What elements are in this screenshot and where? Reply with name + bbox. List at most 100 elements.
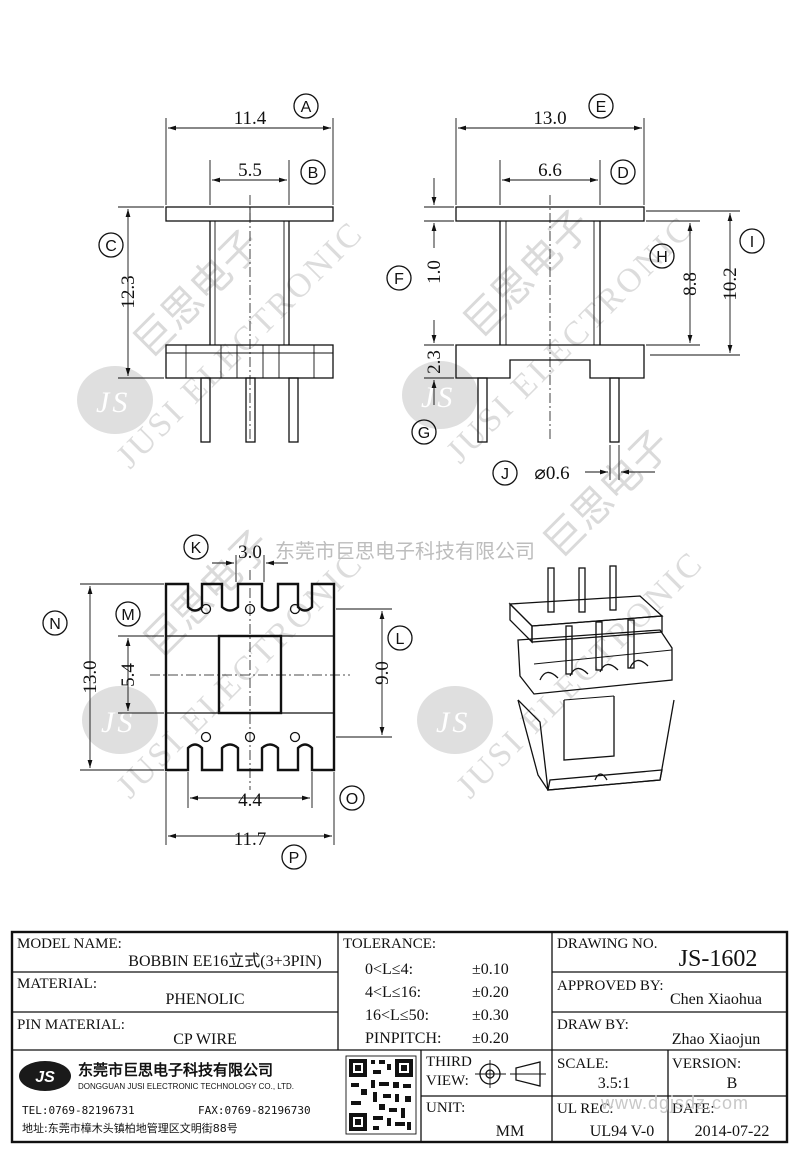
bottom-view: 3.0 13.0 5.4 9.0 4.4 11.7 [80,542,393,850]
callout-e: E [588,93,614,119]
date-value: 2014-07-22 [695,1123,770,1140]
projection-label-1: THIRD [426,1054,472,1070]
svg-text:K: K [191,540,202,557]
third-angle-projection-icon [475,1060,546,1088]
callout-n: N [42,610,68,636]
pin-material-value: CP WIRE [173,1031,237,1048]
callout-j: J [492,460,518,486]
dim-i-value: 10.2 [720,267,741,300]
date-label: DATE: [672,1101,715,1117]
tolerance-value-3: ±0.30 [472,1007,509,1024]
svg-text:J: J [501,466,509,483]
version-label: VERSION: [672,1056,741,1072]
svg-text:I: I [750,234,754,251]
svg-text:F: F [394,271,404,288]
ul-rec-value: UL94 V-0 [590,1123,654,1140]
company-name-en: DONGGUAN JUSI ELECTRONIC TECHNOLOGY CO.,… [78,1082,294,1091]
svg-text:L: L [396,631,405,648]
isometric-view [508,565,675,791]
dim-o-value: 4.4 [238,790,262,811]
svg-text:P: P [289,850,300,867]
approved-by-value: Chen Xiaohua [670,991,762,1008]
title-block: MODEL NAME: BOBBIN EE16立式(3+3PIN) MATERI… [10,930,789,1144]
callouts: A B C D E F G H I J K L M N O P [42,93,765,870]
callout-p: P [281,844,307,870]
tolerance-range-4: PINPITCH: [365,1030,441,1047]
callout-a: A [293,93,319,119]
callout-m: M [115,601,141,627]
watermark-logo: JS [77,366,153,434]
drawing-no-value: JS-1602 [679,946,758,972]
watermark-group: JS 巨思电子 JUSI ELECTRONIC JS 巨思电子 JUSI ELE… [77,201,711,806]
dim-p-value: 11.7 [234,829,267,850]
callout-c: C [98,232,124,258]
material-label: MATERIAL: [17,976,97,992]
dim-d-value: 6.6 [538,160,562,181]
ul-rec-label: UL REC: [557,1101,614,1117]
dim-h-value: 8.8 [680,272,701,296]
scale-value: 3.5:1 [598,1075,630,1092]
callout-o: O [339,785,365,811]
svg-text:O: O [346,791,358,808]
watermark-company-overlay: 东莞市巨思电子科技有限公司 [275,539,535,563]
callout-k: K [183,534,209,560]
dim-a-value: 11.4 [234,108,267,129]
tolerance-value-2: ±0.20 [472,984,509,1001]
svg-text:JS: JS [96,386,130,419]
dim-f-value: 1.0 [424,260,445,284]
tolerance-range-3: 16<L≤50: [365,1007,429,1024]
scale-label: SCALE: [557,1056,609,1072]
dim-b-value: 5.5 [238,160,262,181]
svg-text:JS: JS [35,1069,55,1086]
watermark-url: www.dgjsdz.com [600,1093,749,1113]
company-logo: JS [19,1061,71,1091]
model-name-value: BOBBIN EE16立式(3+3PIN) [128,952,321,970]
svg-text:M: M [121,607,134,624]
callout-b: B [300,159,326,185]
callout-d: D [610,159,636,185]
material-value: PHENOLIC [165,991,244,1008]
watermark-brand-cn-4: 巨思电子 [535,421,681,567]
tolerance-range-1: 0<L≤4: [365,961,413,978]
front-view: 11.4 5.5 12.3 [118,108,334,443]
svg-text:E: E [596,99,607,116]
svg-text:N: N [49,616,61,633]
svg-text:JS: JS [101,706,135,739]
svg-text:A: A [301,99,312,116]
callout-f: F [386,265,412,291]
draw-by-value: Zhao Xiaojun [672,1031,760,1048]
dim-l-value: 9.0 [372,661,393,685]
dim-c-value: 12.3 [118,275,139,308]
drawing-no-label: DRAWING NO. [557,936,657,952]
dim-j-value: ⌀0.6 [534,463,569,484]
tolerance-value-1: ±0.10 [472,961,509,978]
version-value: B [727,1075,738,1092]
tolerance-label: TOLERANCE: [343,936,436,952]
dim-n-value: 13.0 [80,660,101,693]
tolerance-value-4: ±0.20 [472,1030,509,1047]
company-name-cn: 东莞市巨思电子科技有限公司 [78,1061,273,1079]
side-view: 13.0 6.6 1.0 2.3 8.8 10.2 ⌀0.6 [424,108,741,484]
svg-text:H: H [656,249,668,266]
projection-label-2: VIEW: [426,1073,469,1089]
company-fax: FAX:0769-82196730 [198,1104,311,1117]
unit-value: MM [496,1123,524,1140]
company-tel: TEL:0769-82196731 [22,1104,135,1117]
watermark-logo-3: JS [82,686,158,754]
tolerance-range-2: 4<L≤16: [365,984,421,1001]
dim-m-value: 5.4 [118,663,139,687]
pin-material-label: PIN MATERIAL: [17,1017,125,1033]
callout-g: G [411,419,437,445]
callout-h: H [649,243,675,269]
watermark-logo-4: JS [417,686,493,754]
svg-text:C: C [105,238,117,255]
qr-code [345,1055,417,1135]
unit-label: UNIT: [426,1100,465,1116]
svg-text:JS: JS [436,706,470,739]
callout-i: I [739,228,765,254]
svg-text:D: D [617,165,629,182]
callout-l: L [387,625,413,651]
draw-by-label: DRAW BY: [557,1017,629,1033]
company-address: 地址:东莞市樟木头镇柏地管理区文明街88号 [22,1121,238,1135]
